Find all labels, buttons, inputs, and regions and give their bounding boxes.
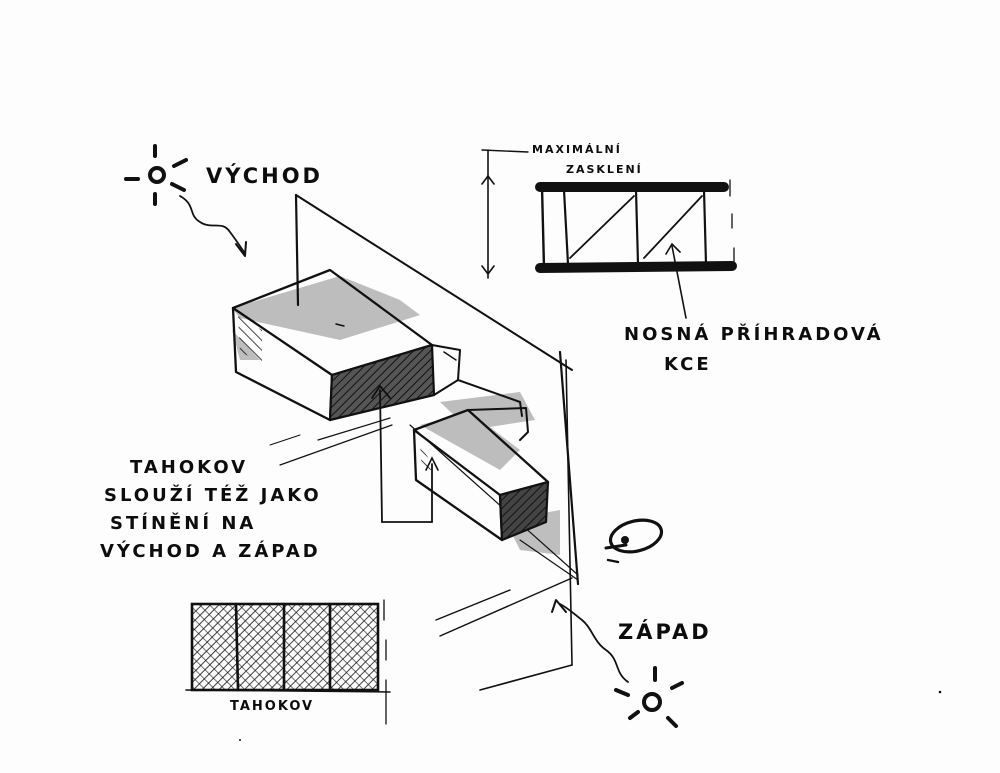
mesh-label-line2: SLOUŽÍ TÉŽ JAKO [104,485,322,506]
truss-label-line1: NOSNÁ PŘÍHRADOVÁ [624,324,884,345]
eye-icon [604,518,664,564]
mesh-panel [185,599,391,725]
page-dots [239,690,942,741]
wall-plane [294,193,580,691]
mesh-label-line1: TAHOKOV [130,457,249,478]
sun-icon [614,666,684,728]
glazing-label-line2: ZASKLENÍ [566,163,643,176]
truss-label-line2: KCE [664,354,712,375]
panel-caption: TAHOKOV [230,699,315,714]
glazing-label-line1: MAXIMÁLNÍ [532,143,622,156]
mesh-leader [371,384,439,523]
west-label: ZÁPAD [618,620,712,644]
ground-strokes [269,417,511,621]
west-arrow [551,599,629,683]
sun-icon [124,144,188,206]
west-volume [412,407,550,542]
east-label: VÝCHOD [206,164,323,188]
east-volume [231,268,523,422]
truss-detail [481,149,737,319]
east-arrow [179,195,247,257]
mesh-label-line3: STÍNĚNÍ NA [110,513,257,534]
mesh-label-line4: VÝCHOD A ZÁPAD [100,541,321,562]
